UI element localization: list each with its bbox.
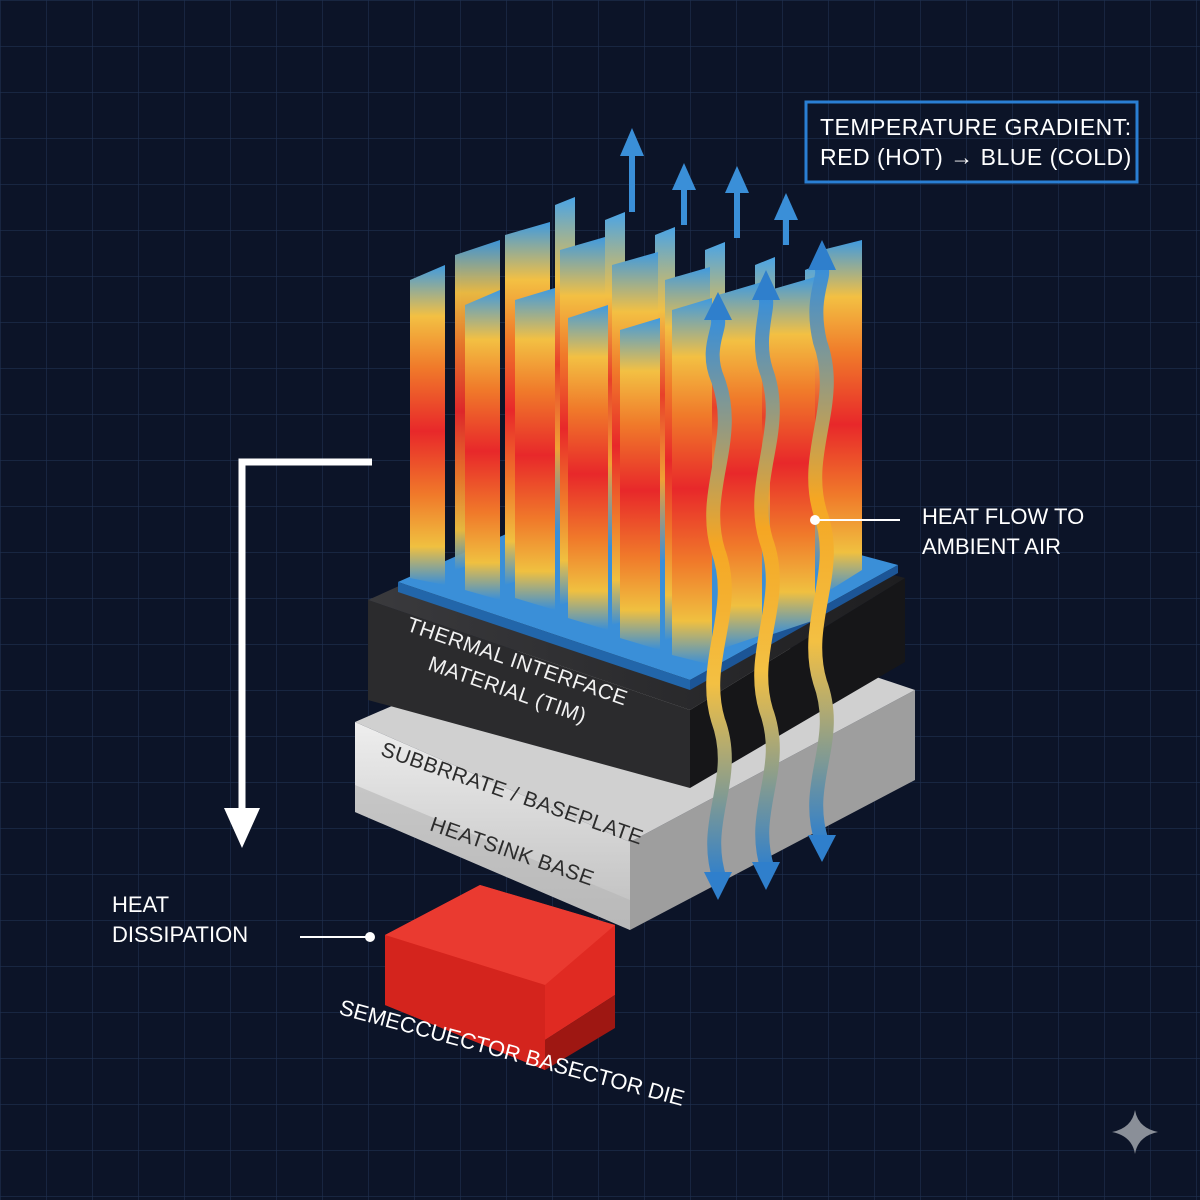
heat-dissipation-arrow xyxy=(224,458,372,848)
sparkle-icon xyxy=(1112,1110,1158,1154)
legend-line-2: RED (HOT) → BLUE (COLD) xyxy=(820,144,1132,170)
heat-dissipation-line-2: DISSIPATION xyxy=(112,922,248,947)
fin xyxy=(822,240,862,595)
heat-flow-waves xyxy=(704,240,836,900)
heat-dissipation-label: HEAT DISSIPATION xyxy=(112,892,375,947)
heat-wave xyxy=(704,292,732,900)
semiconductor-die xyxy=(385,885,615,1070)
fin xyxy=(568,305,608,630)
arrow-up-icon xyxy=(672,163,696,225)
fin xyxy=(410,265,445,585)
air-flow-arrows xyxy=(620,128,798,245)
legend-line-1: TEMPERATURE GRADIENT: xyxy=(820,114,1132,140)
heat-flow-line-2: AMBIENT AIR xyxy=(922,534,1061,559)
fin xyxy=(672,298,712,665)
heat-wave xyxy=(808,240,836,862)
heat-wave xyxy=(752,270,780,890)
arrow-up-icon xyxy=(725,166,749,238)
arrow-down-icon xyxy=(224,808,260,848)
heat-flow-line-1: HEAT FLOW TO xyxy=(922,504,1084,529)
fin xyxy=(718,282,762,650)
fin xyxy=(620,318,660,650)
fin xyxy=(770,277,815,635)
legend-box: TEMPERATURE GRADIENT: RED (HOT) → BLUE (… xyxy=(804,100,1139,184)
heat-dissipation-line-1: HEAT xyxy=(112,892,169,917)
arrow-up-icon xyxy=(774,193,798,245)
heat-flow-label: HEAT FLOW TO AMBIENT AIR xyxy=(810,504,1084,559)
fin xyxy=(515,288,555,610)
fin xyxy=(465,290,500,600)
arrow-up-icon xyxy=(620,128,644,212)
